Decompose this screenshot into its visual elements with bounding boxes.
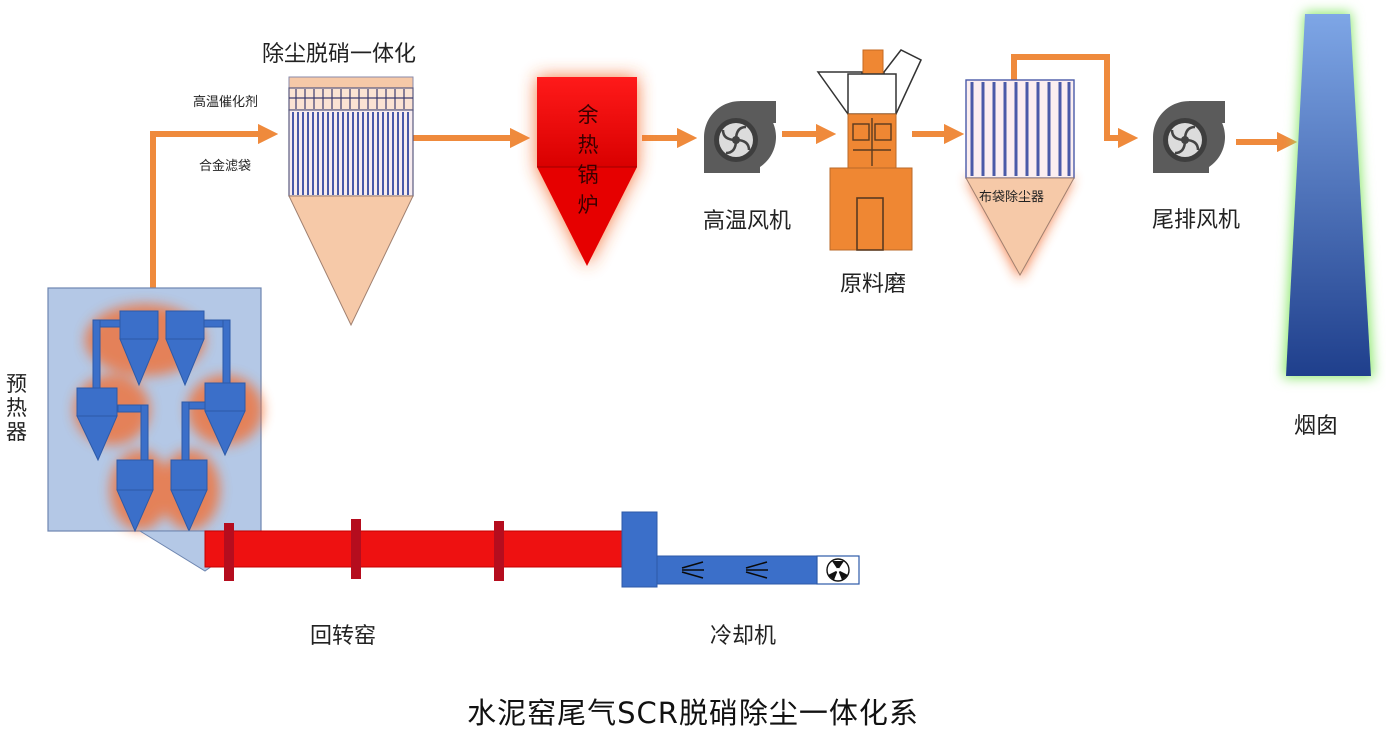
centrifugal-fan-icon	[704, 101, 776, 173]
rotary-kiln	[204, 519, 624, 581]
flow-arrows	[150, 54, 1298, 290]
chimney	[1283, 12, 1374, 378]
integrated-unit-label: 除尘脱硝一体化	[262, 42, 417, 67]
raw-mill-label: 原料磨	[840, 272, 907, 297]
filter-bags	[292, 112, 409, 195]
arrow-bag-filter-to-tail-fan	[1011, 54, 1139, 149]
integrated-unit-hopper	[288, 195, 414, 327]
raw-mill	[816, 49, 922, 251]
hot-fan-label: 高温风机	[703, 209, 792, 234]
clinker-cooler	[621, 511, 860, 588]
arrow-preheater-to-integrated-unit	[150, 123, 279, 290]
cooler-label: 冷却机	[710, 624, 777, 649]
centrifugal-fan-icon	[1153, 101, 1225, 173]
bag-filter-label: 布袋除尘器	[979, 190, 1045, 205]
catalyst-label: 高温催化剂	[193, 95, 259, 110]
filter-bags-label: 合金滤袋	[199, 159, 252, 174]
rotary-kiln-label: 回转窑	[310, 624, 377, 649]
waste-heat-boiler	[537, 77, 637, 266]
kiln-tyre	[224, 523, 234, 581]
axial-fan-icon	[816, 555, 860, 585]
preheater-label: 预热器	[6, 372, 27, 444]
boiler-label: 余热锅炉	[577, 103, 599, 217]
kiln-tyre	[351, 519, 361, 579]
bag-filter	[965, 79, 1075, 280]
bag-filter-hopper	[965, 177, 1075, 277]
chimney-label: 烟囱	[1294, 414, 1339, 439]
diagram-caption: 水泥窑尾气SCR脱硝除尘一体化系	[467, 696, 919, 730]
kiln-tyre	[494, 521, 504, 581]
integrated-denox-dust-unit	[288, 76, 414, 327]
tail-fan-label: 尾排风机	[1152, 208, 1241, 233]
catalyst-grid	[289, 89, 413, 109]
